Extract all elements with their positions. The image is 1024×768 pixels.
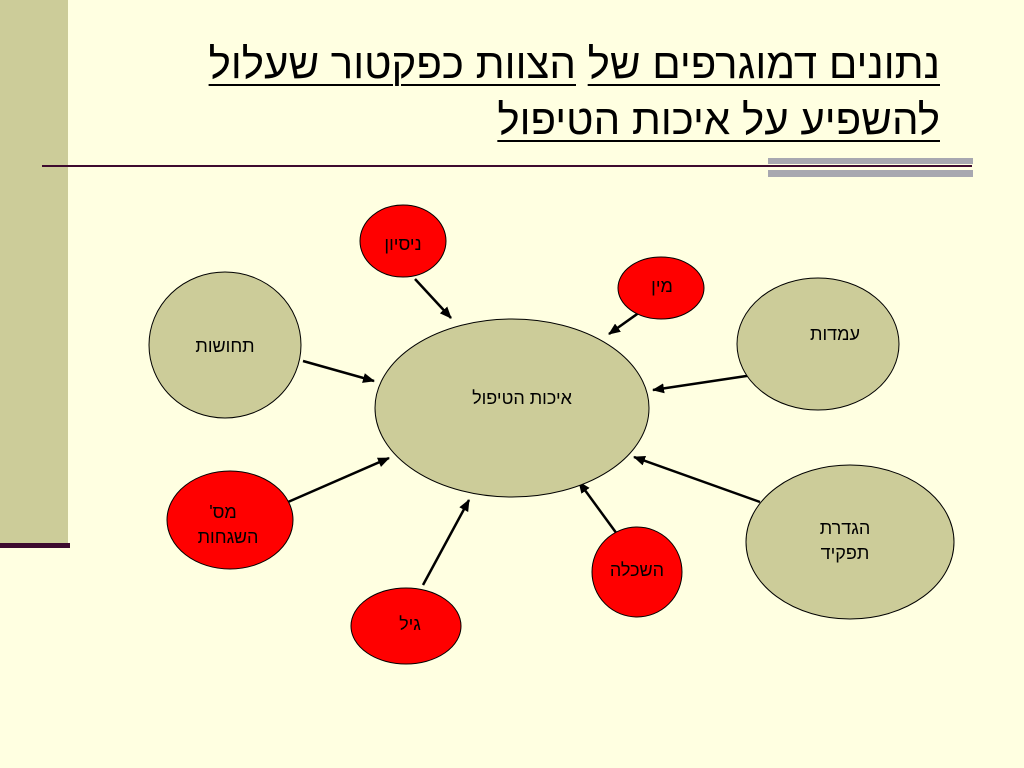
node-supervision-count-shape xyxy=(166,470,294,570)
arrow-age xyxy=(421,499,471,586)
center-node-shape xyxy=(374,318,650,498)
title-part-2: הצוות כפקטור שעלול xyxy=(208,40,576,87)
arrow-supervision-count xyxy=(287,456,390,504)
node-feelings-shape xyxy=(148,271,302,419)
node-attitudes-label: עמדות xyxy=(810,324,860,344)
arrow-education xyxy=(577,481,619,535)
node-age-shape xyxy=(350,587,462,665)
node-experience-shape xyxy=(359,204,447,278)
slide-title: נתונים דמוגרפים של הצוות כפקטור שעלול לה… xyxy=(60,36,940,148)
left-sidebar-rule xyxy=(0,543,70,548)
arrow-role-definition xyxy=(633,455,761,504)
node-supervision-count-label: מס' השגחות xyxy=(197,502,259,547)
node-gender-shape xyxy=(617,256,705,320)
arrow-gender xyxy=(608,310,641,336)
center-node-label: איכות הטיפול xyxy=(472,388,572,408)
arrow-feelings xyxy=(302,359,375,383)
title-divider-accent xyxy=(768,158,973,178)
node-feelings-label: תחושות xyxy=(195,336,255,356)
node-education-label: השכלה xyxy=(609,560,665,580)
title-line-1: נתונים דמוגרפים של הצוות כפקטור שעלול xyxy=(60,36,940,92)
left-sidebar-bar xyxy=(0,0,68,545)
node-age-label: גיל xyxy=(399,614,421,634)
node-attitudes-shape xyxy=(736,277,900,411)
node-experience-label: ניסיון xyxy=(384,234,422,254)
node-role-definition-shape xyxy=(745,464,955,620)
arrow-experience xyxy=(414,278,452,319)
arrow-attitudes xyxy=(652,373,754,394)
node-education-shape xyxy=(591,526,683,618)
node-gender-label: מין xyxy=(651,276,673,296)
title-line-2: להשפיע על איכות הטיפול xyxy=(497,96,940,143)
node-role-definition-label: הגדרת תפקיד xyxy=(819,518,871,563)
title-divider xyxy=(42,165,972,167)
title-part-1: נתונים דמוגרפים של xyxy=(587,40,940,87)
